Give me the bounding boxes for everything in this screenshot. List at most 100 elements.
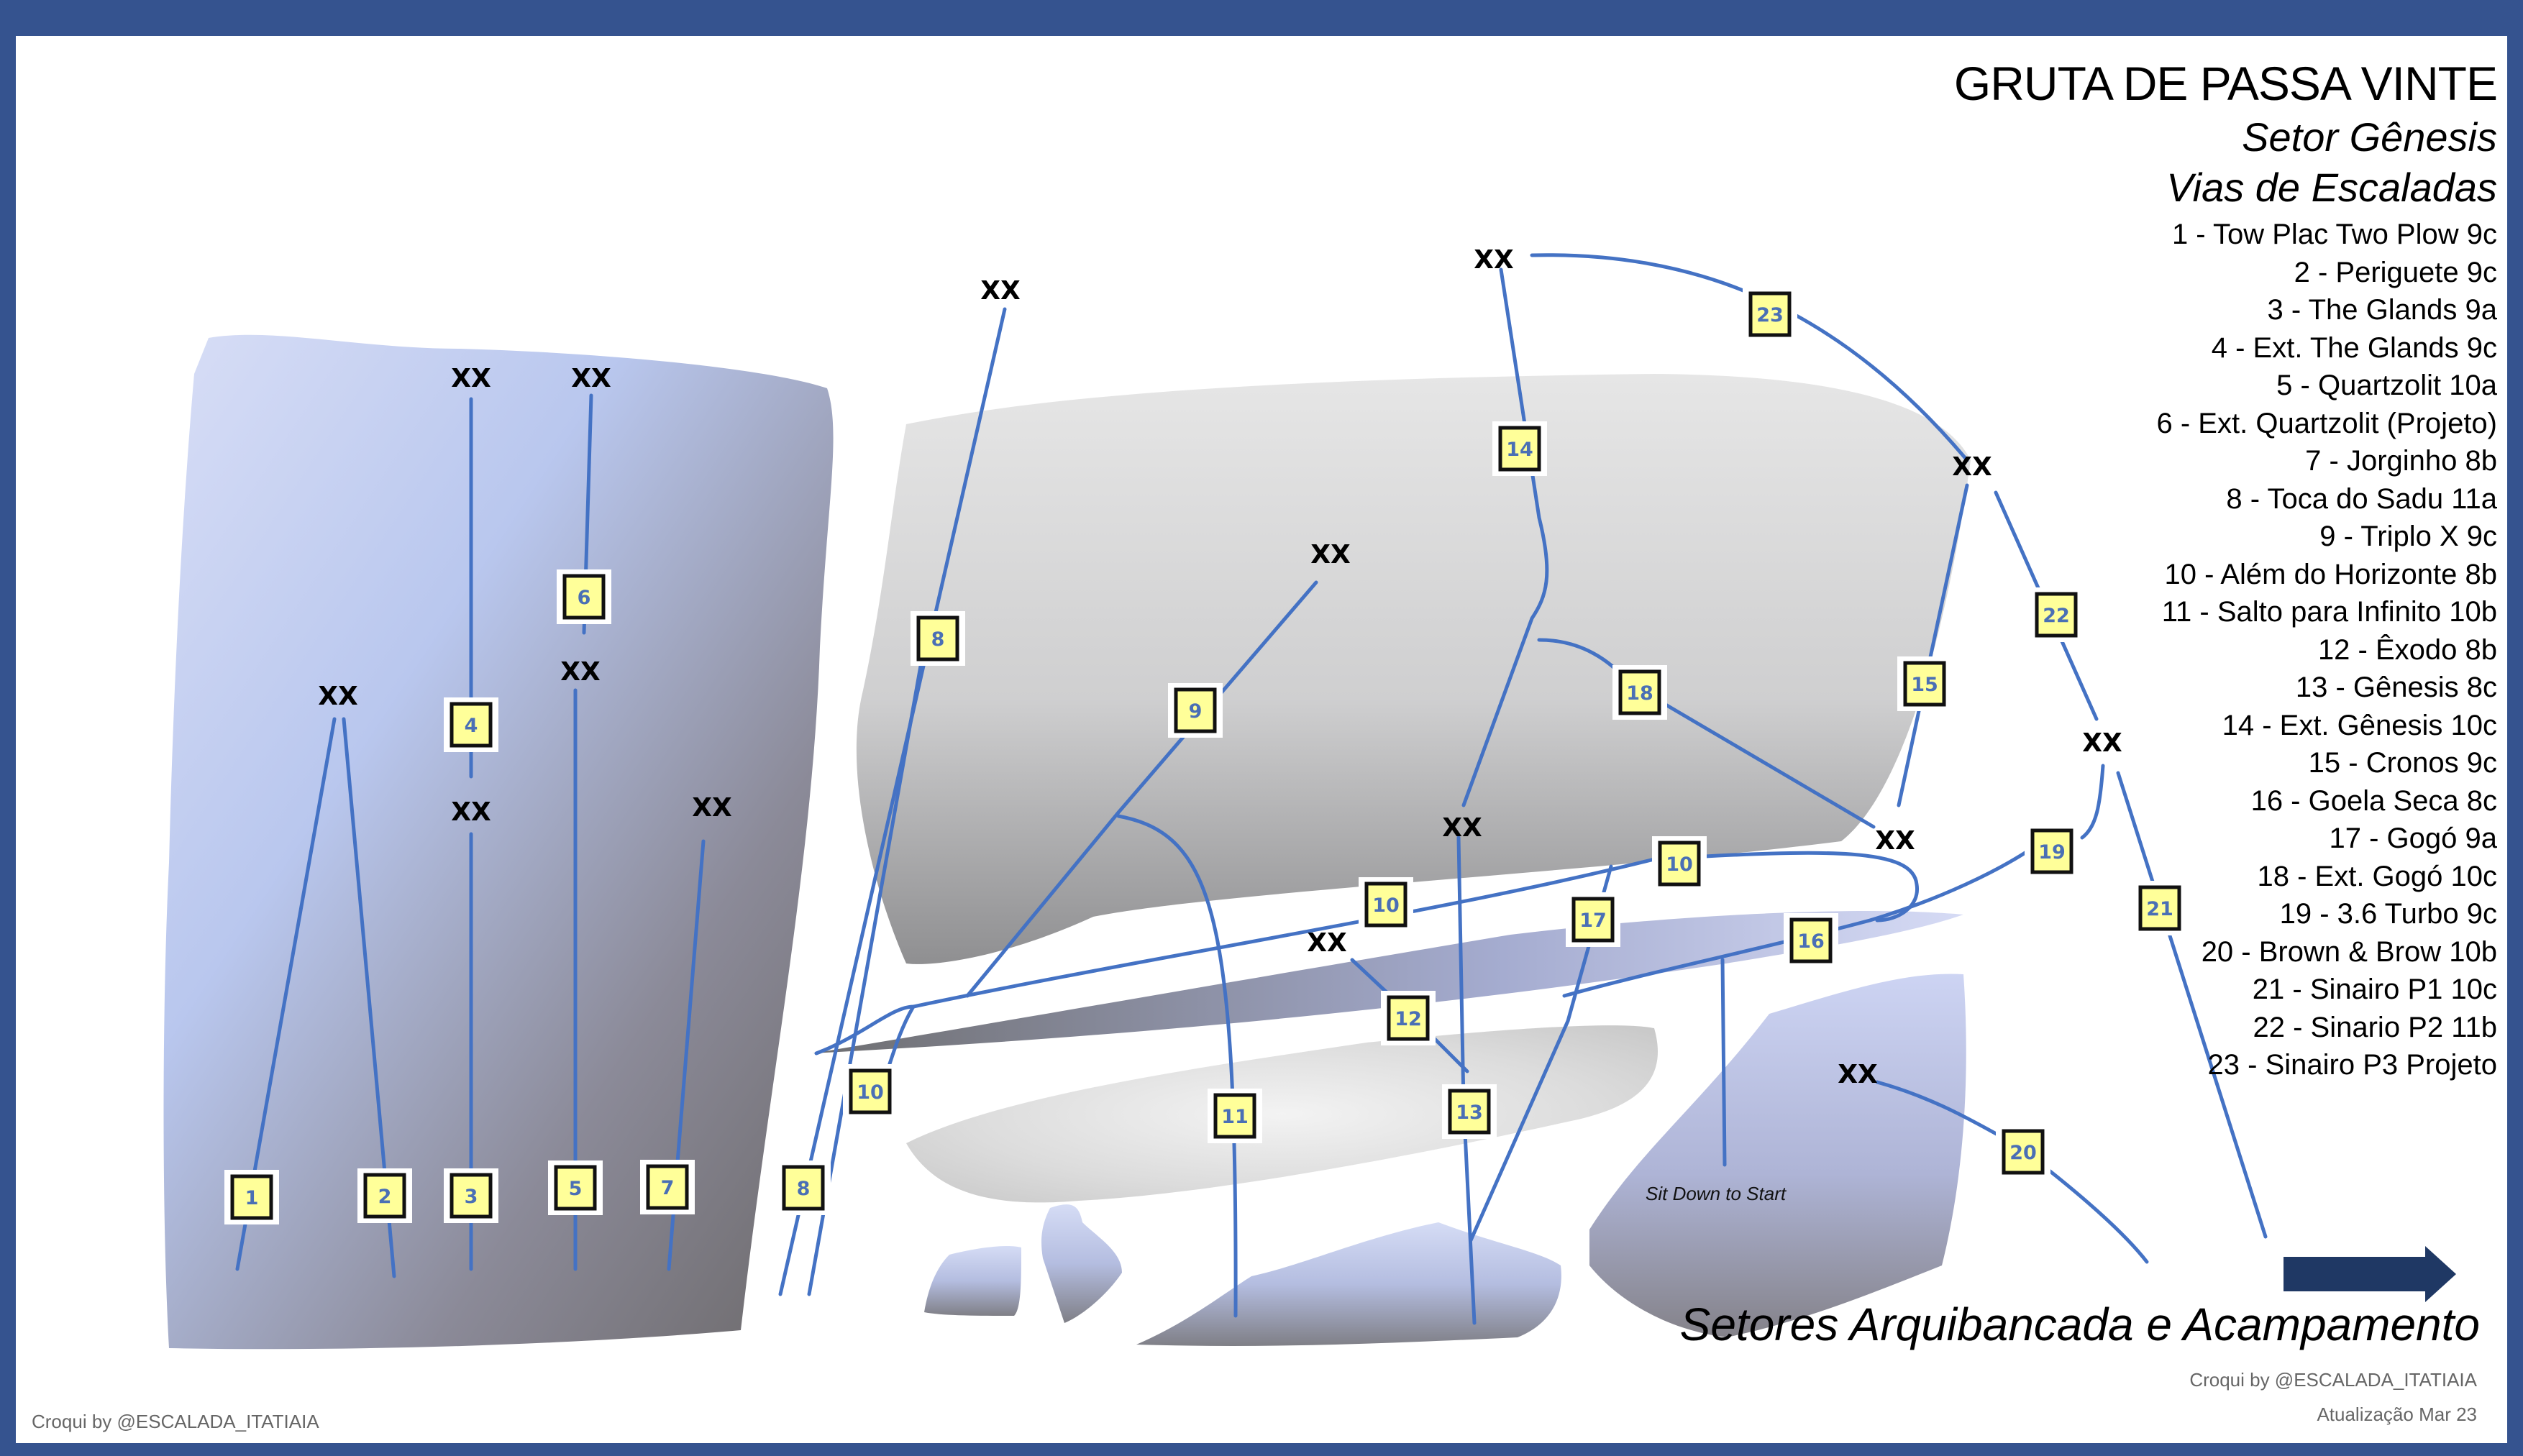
route-list-item: 6 - Ext. Quartzolit (Projeto) bbox=[2156, 407, 2497, 439]
route-badge-label: 19 bbox=[2038, 841, 2066, 864]
route-badge-label: 4 bbox=[465, 715, 478, 737]
badge-box bbox=[363, 1173, 406, 1219]
route-badge-label: 21 bbox=[2146, 898, 2173, 920]
route-8-line bbox=[778, 307, 1007, 1296]
route-16b-line bbox=[1720, 958, 1727, 1167]
route-badge-3: 3 bbox=[444, 1168, 498, 1223]
route-badge-label: 5 bbox=[569, 1178, 583, 1200]
badge-box bbox=[2030, 828, 2073, 874]
next-sector-link[interactable]: Setores Arquibancada e Acampamento bbox=[1679, 1299, 2480, 1350]
anchor-mark: XX bbox=[2082, 728, 2122, 758]
route-badge-10: 10 bbox=[1652, 836, 1707, 891]
credit-text-left: Croqui by @ESCALADA_ITATIAIA bbox=[32, 1411, 319, 1432]
anchor-mark: XX bbox=[1838, 1060, 1878, 1089]
left-wall bbox=[163, 334, 834, 1350]
route-list-item: 12 - Êxodo 8b bbox=[2317, 633, 2497, 666]
route-badge-label: 11 bbox=[1221, 1106, 1249, 1128]
route-list-item: 8 - Toca do Sadu 11a bbox=[2226, 482, 2497, 515]
route-badge-4: 4 bbox=[444, 697, 498, 752]
badge-box bbox=[2035, 592, 2078, 638]
route-badge-13: 13 bbox=[1442, 1084, 1497, 1139]
route-badge-label: 10 bbox=[1372, 894, 1400, 917]
route-list-item: 23 - Sinairo P3 Projeto bbox=[2207, 1049, 2497, 1081]
route-list-item: 17 - Gogó 9a bbox=[2329, 823, 2498, 854]
anchor-mark: XX bbox=[318, 682, 358, 711]
anchor-mark: XX bbox=[980, 276, 1021, 306]
route-badge-label: 18 bbox=[1626, 682, 1653, 705]
route-badge-10: 10 bbox=[1359, 877, 1413, 932]
route-badge-label: 3 bbox=[465, 1186, 478, 1208]
badge-box bbox=[1658, 841, 1701, 887]
anchor-mark: XX bbox=[451, 364, 491, 393]
long-ledge bbox=[813, 911, 1963, 1053]
badge-box bbox=[2002, 1129, 2045, 1175]
badge-box bbox=[1448, 1089, 1491, 1135]
route-badge-6: 6 bbox=[557, 569, 611, 624]
rock-formations bbox=[163, 334, 1971, 1350]
route-badge-16: 16 bbox=[1784, 913, 1838, 968]
badge-box bbox=[1903, 661, 1946, 707]
anchor-mark: XX bbox=[1474, 245, 1514, 275]
route-badge-label: 8 bbox=[931, 628, 945, 651]
route-badge-label: 16 bbox=[1797, 930, 1825, 953]
right-arrow-icon bbox=[2284, 1246, 2456, 1302]
route-list-item: 22 - Sinario P2 11b bbox=[2253, 1011, 2497, 1043]
credit-text: Croqui by @ESCALADA_ITATIAIA bbox=[2189, 1369, 2477, 1391]
route-list-item: 16 - Goela Seca 8c bbox=[2250, 784, 2497, 817]
small-rock-a bbox=[924, 1246, 1021, 1316]
bottom-boulder bbox=[1136, 1222, 1561, 1346]
route-badge-5: 5 bbox=[548, 1160, 603, 1215]
route-list-item: 4 - Ext. The Glands 9c bbox=[2211, 331, 2497, 364]
badge-box bbox=[2138, 885, 2181, 931]
route-19-line bbox=[2080, 764, 2105, 840]
route-badge-15: 15 bbox=[1897, 656, 1952, 711]
anchor-mark: XX bbox=[1307, 928, 1347, 958]
route-list-item: 18 - Ext. Gogó 10c bbox=[2257, 860, 2497, 892]
route-list-item: 7 - Jorginho 8b bbox=[2305, 445, 2497, 477]
route-badge-2: 2 bbox=[357, 1168, 412, 1223]
sector-title: Setor Gênesis bbox=[2242, 114, 2497, 160]
small-rock-b bbox=[1041, 1204, 1122, 1323]
anchor-mark: XX bbox=[451, 797, 491, 827]
badge-box bbox=[1571, 897, 1615, 943]
route-badge-label: 7 bbox=[661, 1177, 675, 1199]
route-list-item: 3 - The Glands 9a bbox=[2267, 294, 2497, 326]
route-badge-label: 15 bbox=[1911, 674, 1938, 696]
route-list-item: 10 - Além do Horizonte 8b bbox=[2164, 558, 2497, 590]
upper-roof bbox=[856, 374, 1971, 964]
badge-box bbox=[562, 574, 606, 620]
route-list-item: 14 - Ext. Gênesis 10c bbox=[2222, 709, 2497, 741]
route-list-item: 15 - Cronos 9c bbox=[2308, 747, 2497, 779]
badge-box bbox=[1174, 687, 1217, 733]
badge-box bbox=[554, 1165, 597, 1211]
route-badge-label: 23 bbox=[1756, 304, 1784, 326]
route-badge-22: 22 bbox=[2029, 587, 2084, 642]
route-badge-8: 8 bbox=[776, 1160, 831, 1215]
anchor-mark: XX bbox=[1442, 813, 1482, 843]
route-badge-18: 18 bbox=[1612, 665, 1667, 720]
route-16-line bbox=[1562, 846, 2034, 998]
route-badge-label: 8 bbox=[797, 1178, 811, 1200]
routes-heading: Vias de Escaladas bbox=[2166, 165, 2497, 210]
badge-box bbox=[1498, 426, 1541, 472]
route-badge-label: 6 bbox=[578, 587, 591, 609]
badge-box bbox=[1364, 882, 1408, 928]
badge-box bbox=[916, 615, 959, 661]
anchor-mark: XX bbox=[560, 657, 601, 687]
badge-box bbox=[1213, 1093, 1256, 1139]
anchor-mark: XX bbox=[1310, 540, 1351, 569]
route-badge-label: 10 bbox=[857, 1081, 884, 1104]
route-14-line bbox=[1461, 267, 1549, 807]
route-list-item: 13 - Gênesis 8c bbox=[2295, 672, 2497, 703]
badge-box bbox=[646, 1164, 689, 1210]
route-badge-label: 14 bbox=[1506, 439, 1533, 461]
badge-box bbox=[1387, 995, 1430, 1041]
route-9-line bbox=[965, 580, 1318, 998]
route-badge-label: 20 bbox=[2009, 1142, 2037, 1164]
page-title: GRUTA DE PASSA VINTE bbox=[1953, 57, 2498, 110]
anchor-mark: XX bbox=[1875, 826, 1915, 856]
route-11-line bbox=[1116, 814, 1238, 1318]
route-badge-label: 9 bbox=[1189, 700, 1203, 723]
